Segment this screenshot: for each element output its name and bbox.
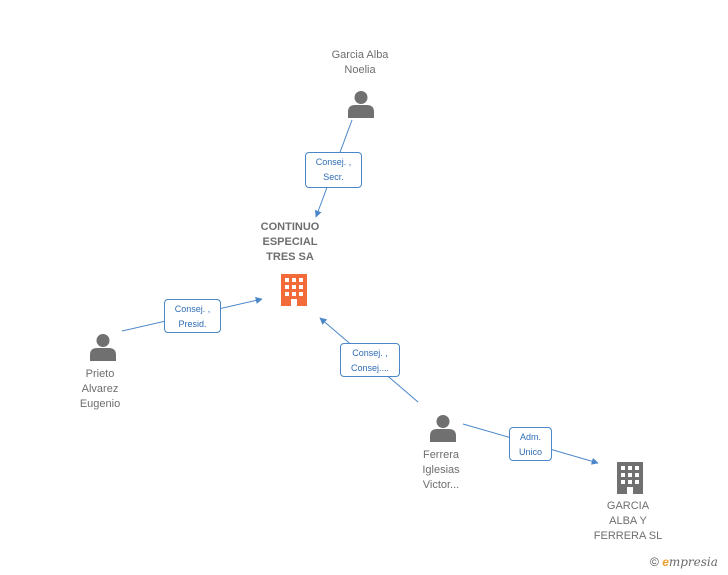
node-label-line: GARCIA	[606, 500, 650, 512]
brand-initial: e	[662, 555, 669, 569]
node-label-line: Alvarez	[81, 383, 119, 395]
brand-name: mpresia	[668, 555, 718, 569]
node-label-line: Victor...	[422, 479, 460, 491]
edge-label-line: Consej. ,	[315, 157, 352, 167]
node-label-line: TRES SA	[266, 251, 314, 263]
edge-label-ferrera-to-main[interactable]: Consej. , Consej....	[340, 343, 400, 377]
building-icon[interactable]	[614, 460, 646, 494]
edge-label-noelia-to-main[interactable]: Consej. , Secr.	[305, 152, 362, 188]
node-label-line: FERRERA SL	[593, 530, 663, 542]
node-label-line: Ferrera	[422, 449, 460, 461]
edge-label-prieto-to-main[interactable]: Consej. , Presid.	[164, 299, 221, 333]
person-icon[interactable]	[88, 332, 118, 362]
building-icon[interactable]	[278, 272, 310, 306]
node-label-prieto-alvarez-eugenio[interactable]: Prieto Alvarez Eugenio	[50, 367, 150, 412]
node-label-line: CONTINUO	[260, 221, 320, 233]
node-label-main-company[interactable]: CONTINUO ESPECIAL TRES SA	[240, 220, 340, 265]
node-label-line: Noelia	[344, 64, 376, 76]
node-label-line: Prieto	[85, 368, 115, 380]
node-label-garcia-alba-ferrera-sl[interactable]: GARCIA ALBA Y FERRERA SL	[578, 499, 678, 544]
copyright-symbol: ©	[650, 555, 659, 569]
person-icon[interactable]	[346, 89, 376, 119]
edge-label-line: Presid.	[178, 319, 207, 329]
footer-brand: © empresia	[650, 555, 718, 569]
node-label-line: ESPECIAL	[262, 236, 318, 248]
node-label-line: ALBA Y	[609, 515, 647, 527]
node-label-line: Garcia Alba	[331, 49, 389, 61]
edge-label-line: Consej....	[350, 363, 390, 373]
person-icon[interactable]	[428, 413, 458, 443]
edge-label-line: Consej. ,	[352, 348, 388, 358]
edge-label-ferrera-to-sl[interactable]: Adm. Unico	[509, 427, 552, 461]
node-label-ferrera-iglesias-victor[interactable]: Ferrera Iglesias Victor...	[391, 448, 491, 493]
edge-label-line: Unico	[518, 447, 542, 457]
edge-label-line: Consej. ,	[174, 304, 211, 314]
node-label-garcia-alba-noelia[interactable]: Garcia Alba Noelia	[310, 48, 410, 78]
edge-label-line: Secr.	[323, 172, 344, 182]
node-label-line: Eugenio	[79, 398, 121, 410]
node-label-line: Iglesias	[422, 464, 460, 476]
edge-label-line: Adm.	[519, 432, 541, 442]
